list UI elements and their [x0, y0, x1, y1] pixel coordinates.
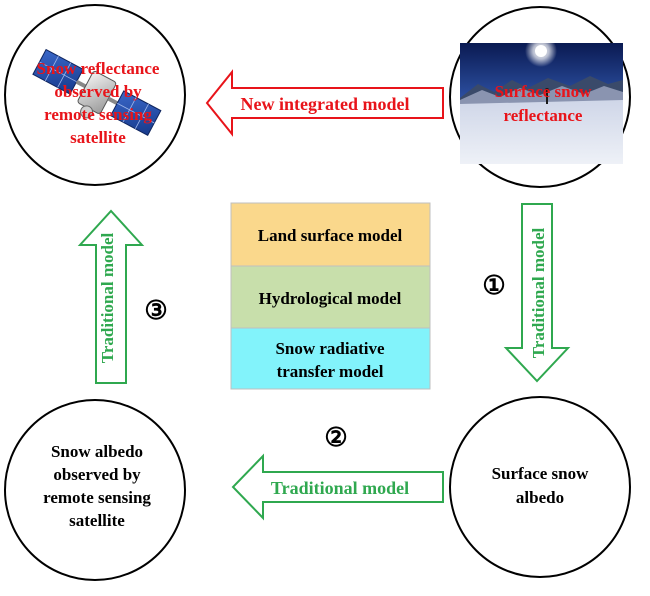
model-label-snow-radiative-line2: transfer model [277, 362, 384, 381]
snowfield-photo [460, 35, 623, 164]
node-bottom-left-line-1: Snow albedo [51, 442, 143, 461]
step-3-label: ③ [144, 296, 167, 325]
model-label-hydrological: Hydrological model [259, 289, 402, 308]
node-bottom-left-line-3: remote sensing [43, 488, 151, 507]
model-label-land-surface: Land surface model [258, 226, 403, 245]
node-top-left-line-1: Snow reflectance [37, 59, 160, 78]
arrow-traditional-model-right [503, 203, 571, 383]
node-text-bottom-left: Snow albedo observed by remote sensing s… [43, 442, 151, 530]
node-circle-bottom-right [449, 396, 631, 578]
node-bottom-left-line-2: observed by [53, 465, 141, 484]
node-bottom-left-line-4: satellite [69, 511, 125, 530]
model-stack: Land surface model Hydrological model Sn… [230, 202, 431, 390]
arrow-label-new-integrated-model: New integrated model [241, 94, 410, 114]
node-text-bottom-right: Surface snow albedo [492, 464, 590, 507]
node-text-top-left: Snow reflectance observed by remote sens… [37, 59, 160, 147]
model-box-snow-radiative-transfer [230, 327, 431, 390]
node-top-left-line-2: observed by [54, 82, 142, 101]
satellite-icon [32, 48, 162, 137]
model-box-land-surface [230, 202, 431, 267]
arrow-new-integrated-model [205, 69, 444, 137]
arrow-traditional-model-left [77, 209, 145, 384]
model-box-hydrological [230, 265, 431, 329]
node-top-right-line-2: reflectance [504, 106, 583, 125]
arrow-label-traditional-model-right: Traditional model [529, 227, 548, 358]
node-bottom-right-line-1: Surface snow [492, 464, 590, 483]
node-top-left-line-4: satellite [70, 128, 126, 147]
model-label-snow-radiative-line1: Snow radiative [275, 339, 385, 358]
step-2-label: ② [324, 423, 347, 452]
node-top-right-line-1: Surface snow [495, 82, 593, 101]
node-bottom-right-line-2: albedo [516, 488, 564, 507]
node-text-top-right: Surface snow reflectance [495, 82, 593, 125]
step-1-label: ① [482, 271, 505, 300]
arrow-label-traditional-model-left: Traditional model [98, 232, 117, 363]
node-top-left-line-3: remote sensing [44, 105, 152, 124]
node-circle-bottom-left [4, 399, 186, 581]
arrow-label-traditional-model-bottom: Traditional model [271, 478, 409, 498]
arrow-traditional-model-bottom [231, 453, 444, 521]
